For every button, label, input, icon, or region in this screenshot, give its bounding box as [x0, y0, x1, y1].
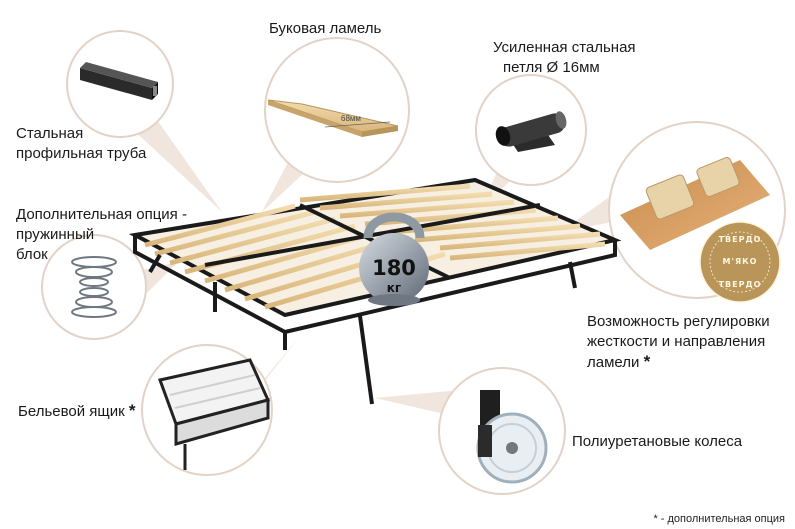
label-steel-tube-line1: Стальная — [16, 125, 84, 142]
label-steel-loop-line2: петля Ø 16мм — [503, 59, 600, 76]
label-beech-slat: Буковая ламель — [269, 19, 381, 39]
steel-tube-icon — [80, 62, 158, 100]
weight-unit: кг — [386, 281, 402, 295]
label-stiffness-line3-wrap: ламели * — [587, 352, 770, 373]
label-wheels-text: Полиуретановые колеса — [572, 433, 743, 450]
label-stiffness: Возможность регулировки жесткости и напр… — [587, 312, 770, 373]
label-stiffness-line1: Возможность регулировки — [587, 313, 770, 330]
label-wheels: Полиуретановые колеса — [572, 432, 742, 452]
stamp-bottom: ТВЕРДО — [718, 280, 762, 289]
stamp-top: ТВЕРДО — [718, 235, 762, 244]
kettlebell-icon — [359, 212, 429, 306]
label-spring-line3: блок — [16, 246, 48, 263]
asterisk-storage-box: * — [128, 401, 136, 420]
label-stiffness-line3: ламели — [587, 354, 640, 371]
label-storage-box: Бельевой ящик * — [18, 401, 136, 422]
label-beech-slat-text: Буковая ламель — [269, 20, 382, 37]
spring-block-icon — [71, 256, 117, 318]
slat-dimension: 68мм — [341, 114, 361, 123]
label-steel-loop-line1: Усиленная стальная — [493, 39, 636, 56]
footnote: * - дополнительная опция — [653, 513, 785, 525]
label-spring-line2: пружинный — [16, 226, 95, 243]
callout-beech-slat — [264, 37, 410, 183]
asterisk-stiffness: * — [643, 352, 651, 371]
label-spring-line1: Дополнительная опция - — [16, 206, 187, 223]
stiffness-regulator-icon — [620, 157, 781, 303]
storage-box-icon — [158, 358, 271, 470]
label-steel-loop: Усиленная стальная петля Ø 16мм — [493, 38, 636, 78]
label-spring-block: Дополнительная опция - пружинный блок — [16, 205, 187, 265]
wheel-icon — [476, 390, 548, 484]
label-storage-box-text: Бельевой ящик — [18, 403, 125, 420]
steel-loop-icon — [495, 111, 567, 152]
label-steel-tube: Стальная профильная труба — [16, 124, 146, 164]
stamp-middle: М'ЯКО — [722, 257, 758, 266]
label-stiffness-line2: жесткости и направления — [587, 333, 766, 350]
label-steel-tube-line2: профильная труба — [16, 145, 147, 162]
weight-value: 180 — [372, 256, 416, 280]
beech-slat-icon — [267, 99, 399, 137]
